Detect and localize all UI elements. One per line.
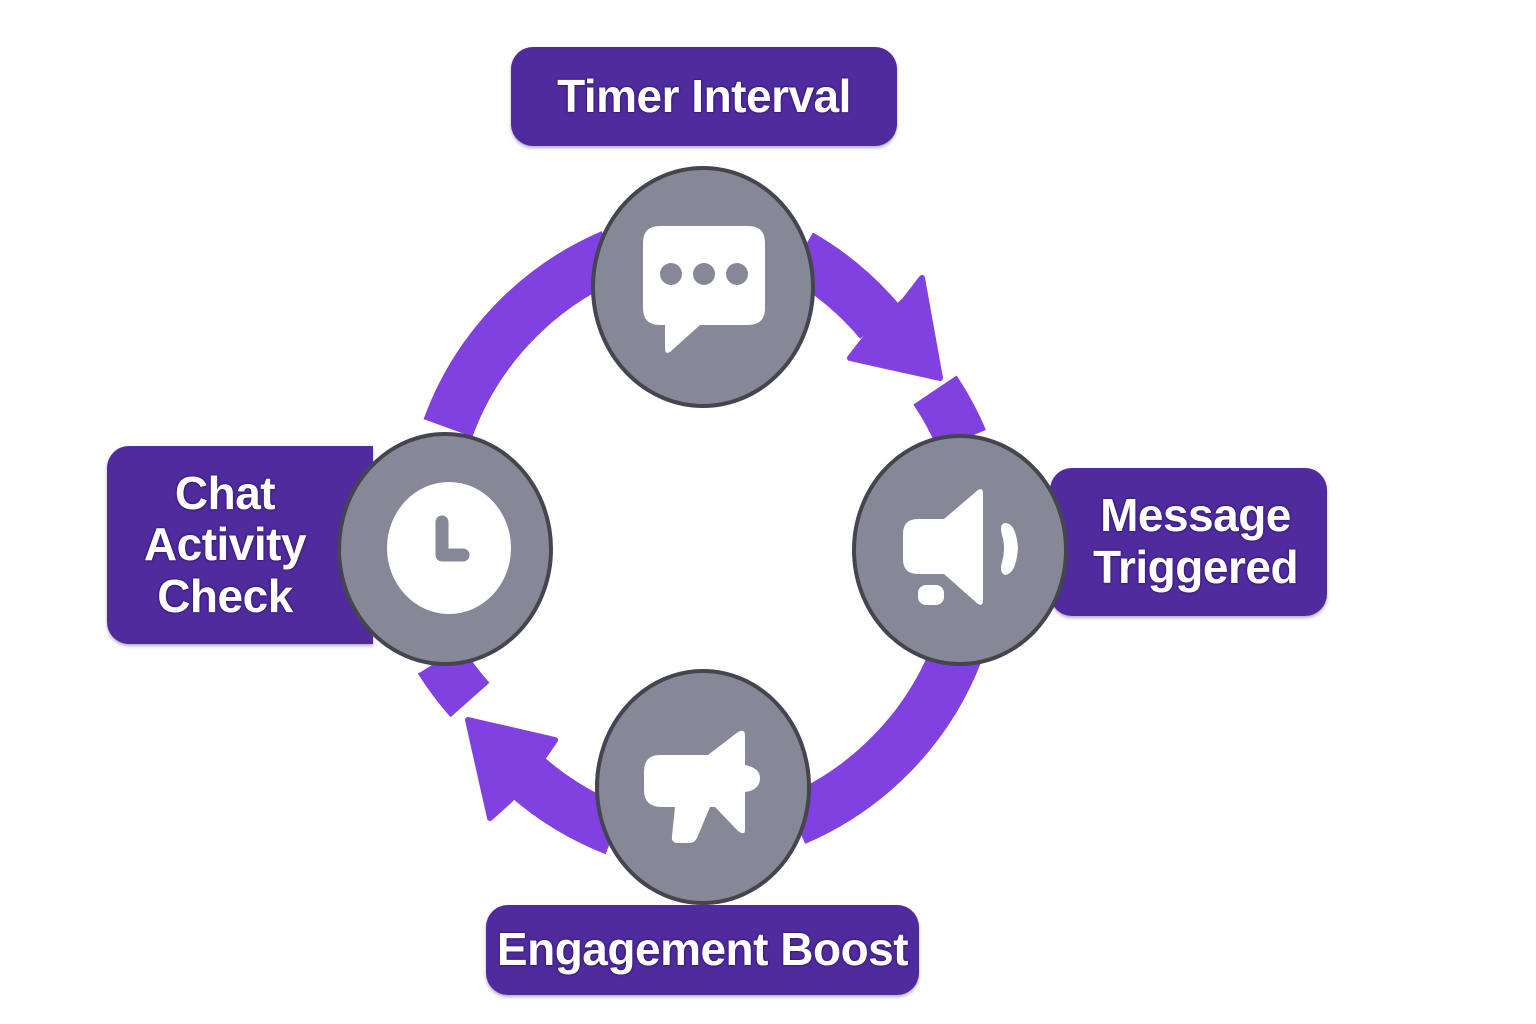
megaphone-icon — [644, 730, 760, 843]
speaker-icon — [903, 489, 1018, 605]
label-message-triggered: Message Triggered — [1050, 468, 1327, 616]
label-engagement-boost: Engagement Boost — [486, 905, 919, 995]
node-right — [852, 434, 1068, 666]
node-left — [337, 432, 553, 666]
arc-left-to-top — [423, 231, 623, 438]
arrowhead-right — [847, 275, 943, 381]
arc-left-lower — [417, 645, 490, 718]
arc-right-upper — [913, 375, 986, 451]
label-timer-interval: Timer Interval — [511, 47, 897, 146]
node-top — [591, 166, 815, 408]
node-bottom — [595, 669, 811, 905]
arrowhead-left — [465, 717, 558, 821]
label-chat-activity-check: Chat Activity Check — [107, 446, 373, 644]
arc-right-to-bottom — [784, 640, 983, 844]
chat-bubble-icon — [643, 226, 765, 353]
clock-icon — [387, 482, 511, 614]
